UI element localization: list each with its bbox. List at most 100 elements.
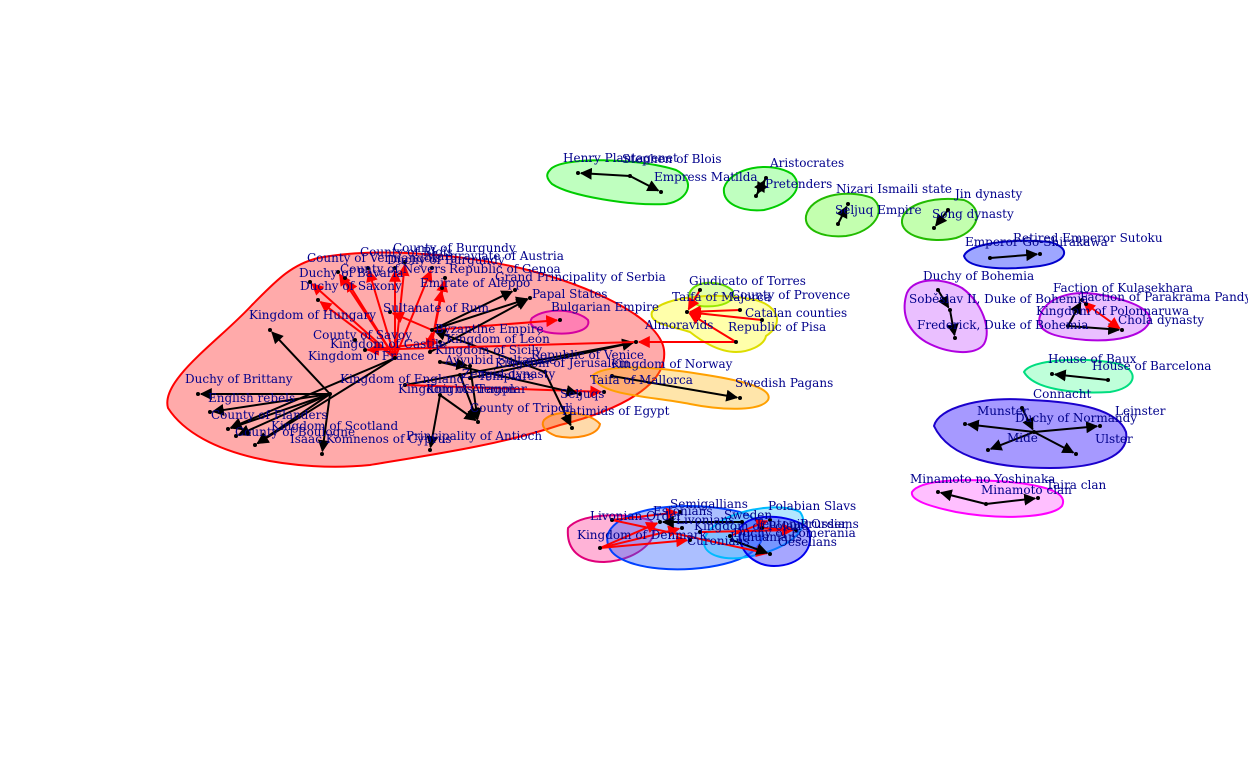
node-label-mide: Mide	[1007, 431, 1038, 445]
node-chola-dynasty	[1120, 328, 1124, 332]
edge-kingdom-of-jerusalem-to-county-of-tripoli	[469, 365, 482, 421]
node-house-of-barcelona	[1106, 378, 1110, 382]
node-swedish-pagans	[738, 396, 742, 400]
node-kingdom-of-poland	[698, 530, 702, 534]
edge-duchy-of-normandy-to-leinster	[1033, 421, 1099, 434]
node-retired-emperor-sutoku	[1038, 252, 1042, 256]
edge-duchy-of-normandy-to-ulster	[1033, 431, 1075, 454]
edge-almoravids-to-kingdom-of-castile	[366, 341, 637, 356]
node-kingdom-of-scotland	[253, 443, 257, 447]
node-label-kingdom-of-france: Kingdom of France	[308, 349, 425, 363]
node-label-duchy-of-saxony: Duchy of Saxony	[300, 279, 402, 293]
node-kingdom-of-denmark	[598, 546, 602, 550]
node-label-duchy-of-normandy: Duchy of Normandy	[1015, 411, 1137, 425]
node-label-empress-matilda: Empress Matilda	[654, 170, 758, 184]
edge-kingdom-of-poland-to-prussians	[699, 524, 795, 537]
nodes-layer	[196, 171, 1124, 556]
node-label-county-of-provence: County of Provence	[731, 288, 850, 302]
node-kingdom-of-leon	[438, 340, 442, 344]
node-label-duchy-of-brittany: Duchy of Brittany	[185, 372, 293, 386]
node-taira-clan	[1036, 496, 1040, 500]
edge-duchy-of-normandy-to-mide	[989, 431, 1035, 451]
node-seljuq-empire	[836, 222, 840, 226]
node-english-rebels	[208, 410, 212, 414]
node-label-frederick-bohemia: Frederick, Duke of Bohemia	[917, 318, 1088, 332]
edge-emperor-go-shirakawa-to-retired-emperor-sutoku	[989, 249, 1039, 262]
node-label-nizari-ismaili-state: Nizari Ismaili state	[836, 182, 952, 196]
node-kingdom-of-hungary	[268, 328, 272, 332]
node-label-minamoto-clan: Minamoto clan	[981, 483, 1072, 497]
node-fatimids-of-egypt	[570, 426, 574, 430]
node-label-duchy-of-bohemia: Duchy of Bohemia	[923, 269, 1034, 283]
node-munster	[963, 422, 967, 426]
edge-republic-of-venice-to-fatimids-of-egypt	[544, 371, 572, 427]
node-label-sobeslav: Soběslav II, Duke of Bohemia	[909, 292, 1088, 306]
node-emirate-of-aleppo	[440, 286, 444, 290]
edge-livonian-order-to-semigallians	[611, 507, 679, 521]
node-connacht	[1020, 406, 1024, 410]
node-papal-states	[528, 296, 532, 300]
node-frederick-bohemia	[953, 336, 957, 340]
node-ulster	[1074, 452, 1078, 456]
node-county-of-nevers	[343, 276, 347, 280]
node-label-kingdom-of-castile: Kingdom of Castile	[330, 337, 446, 351]
node-seljuqs	[578, 392, 582, 396]
edge-jin-dynasty-to-song-dynasty	[935, 209, 949, 227]
edge-livonian-order-to-oeselians	[611, 519, 769, 557]
node-label-kingdom-of-leon: Kingdom of León	[446, 332, 550, 346]
node-kingdom-of-castile	[363, 348, 367, 352]
node-label-livonians: Livonians	[676, 513, 734, 527]
edge-duchy-of-pomerania-to-polabian-slavs	[729, 519, 769, 537]
node-county-of-tripoli	[476, 420, 480, 424]
edge-kingdom-of-france-to-duchy-of-bavaria	[311, 283, 396, 359]
node-taifa-of-mallorca	[602, 390, 606, 394]
node-label-republic-of-pisa: Republic of Pisa	[728, 320, 826, 334]
cluster-hull-majorca	[650, 295, 778, 354]
node-label-templars: Templars	[478, 369, 534, 383]
node-kingdom-of-polonnaruwa	[1066, 324, 1070, 328]
edge-kingdom-of-france-to-county-of-nevers	[345, 279, 396, 359]
node-label-county-of-burgundy: County of Burgundy	[393, 241, 516, 255]
node-county-of-boulogne	[234, 434, 238, 438]
node-duchy-of-brittany	[196, 392, 200, 396]
node-ayyubid-sultanate	[438, 360, 442, 364]
node-label-aristocrates: Aristocrates	[769, 156, 844, 170]
node-label-curonians: Curonians	[687, 534, 749, 548]
node-teutonic-order	[760, 526, 764, 530]
node-label-house-of-barcelona: House of Barcelona	[1092, 359, 1211, 373]
node-label-kingdom-of-sicily: Kingdom of Sicily	[435, 343, 542, 357]
cluster-hull-minamoto	[910, 479, 1065, 518]
cluster-hull-go-shirakawa	[962, 239, 1066, 270]
node-label-catalan-counties: Catalan counties	[745, 306, 847, 320]
node-henry-plantagenet	[576, 171, 580, 175]
edge-aristocrates-to-pretenders	[756, 177, 768, 195]
node-label-county-of-savoy: County of Savoy	[313, 328, 412, 342]
node-kingdom-of-norway	[610, 374, 614, 378]
node-label-faction-of-parakrama: Faction of Parakrama Pandyan II	[1080, 290, 1248, 304]
node-republic-of-pisa	[734, 340, 738, 344]
edge-connacht-to-duchy-of-normandy	[1021, 407, 1034, 431]
cluster-hull-baltic-pink	[566, 514, 656, 564]
node-label-taira-clan: Taira clan	[1046, 478, 1106, 492]
node-byzantine-empire	[430, 328, 434, 332]
edge-duchy-of-normandy-to-munster	[966, 419, 1035, 433]
node-lithuanians	[730, 538, 734, 542]
node-stephen-of-blois	[628, 174, 632, 178]
node-county-of-blois	[366, 266, 370, 270]
node-catalan-counties	[760, 318, 764, 322]
node-label-byzantine-empire: Byzantine Empire	[435, 322, 544, 336]
node-label-oeselians: Oeselians	[778, 535, 837, 549]
node-label-lithuanians: Lithuanians	[730, 530, 802, 544]
edge-lithuanians-to-oeselians	[731, 539, 769, 555]
edge-minamoto-clan-to-minamoto-no-yoshinaka	[939, 489, 987, 505]
edge-stephen-of-blois-to-henry-plantagenet	[579, 167, 631, 180]
node-kingdom-of-england	[328, 392, 332, 396]
node-label-taifa-of-mallorca: Taifa of Mallorca	[590, 373, 693, 387]
node-giudicato-of-torres	[698, 288, 702, 292]
node-label-county-of-nevers: County of Nevers	[340, 262, 446, 276]
node-republic-of-genoa	[443, 276, 447, 280]
node-house-of-baux	[1050, 372, 1054, 376]
node-label-swedish-pagans: Swedish Pagans	[735, 376, 833, 390]
edge-seljuq-empire-to-nizari-ismaili-state	[836, 205, 848, 225]
node-label-fatimids-of-egypt: Fatimids of Egypt	[562, 404, 670, 418]
